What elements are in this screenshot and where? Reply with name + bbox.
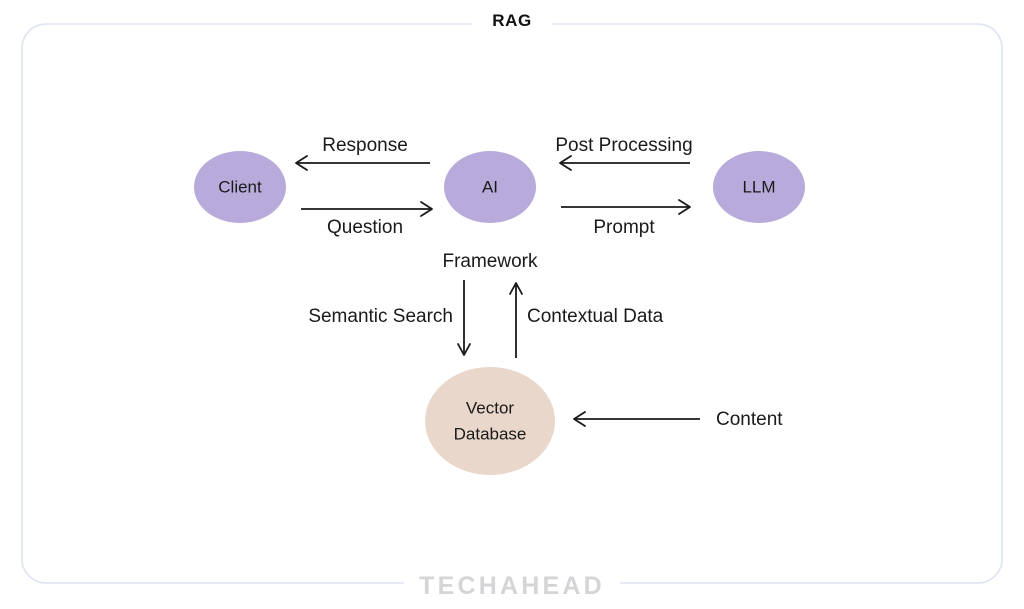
ai-label: AI	[482, 177, 498, 196]
prompt-arrow-head	[678, 199, 691, 215]
post-processing-arrow-head	[559, 155, 572, 171]
node-client[interactable]: Client	[194, 151, 286, 223]
vector-database-label-line1: Vector	[466, 398, 515, 417]
node-llm[interactable]: LLM	[713, 151, 805, 223]
llm-ellipse	[713, 151, 805, 223]
diagram-title: RAG	[492, 11, 532, 30]
edge-question: Question	[301, 201, 433, 238]
response-arrow-head	[295, 155, 308, 171]
semantic-search-label: Semantic Search	[308, 306, 453, 327]
node-ai-framework[interactable]: AI	[444, 151, 536, 223]
ai-ellipse	[444, 151, 536, 223]
llm-label: LLM	[742, 177, 775, 196]
prompt-label: Prompt	[593, 217, 655, 238]
vector-database-label-line2: Database	[454, 424, 527, 443]
content-arrow-head	[573, 411, 586, 427]
contextual-data-label: Contextual Data	[527, 306, 664, 327]
node-vector-database[interactable]: Vector Database	[425, 367, 555, 475]
edge-contextual-data: Contextual Data	[509, 282, 664, 358]
edge-semantic-search: Semantic Search	[308, 280, 471, 356]
techahead-watermark: TECHAHEAD	[419, 572, 605, 600]
post-processing-label: Post Processing	[555, 135, 692, 156]
question-arrow-head	[420, 201, 433, 217]
question-label: Question	[327, 217, 403, 238]
content-label: Content	[716, 409, 783, 430]
edge-content-ingest: Content	[573, 409, 783, 430]
client-ellipse	[194, 151, 286, 223]
vector-database-ellipse	[425, 367, 555, 475]
response-label: Response	[322, 135, 408, 156]
edge-prompt: Prompt	[561, 199, 691, 238]
contextual-data-arrow-head	[509, 282, 523, 295]
edge-post-processing: Post Processing	[555, 135, 693, 171]
semantic-search-arrow-head	[457, 343, 471, 356]
ai-framework-sublabel: Framework	[442, 251, 538, 272]
client-label: Client	[218, 177, 262, 196]
edge-response: Response	[295, 135, 430, 171]
